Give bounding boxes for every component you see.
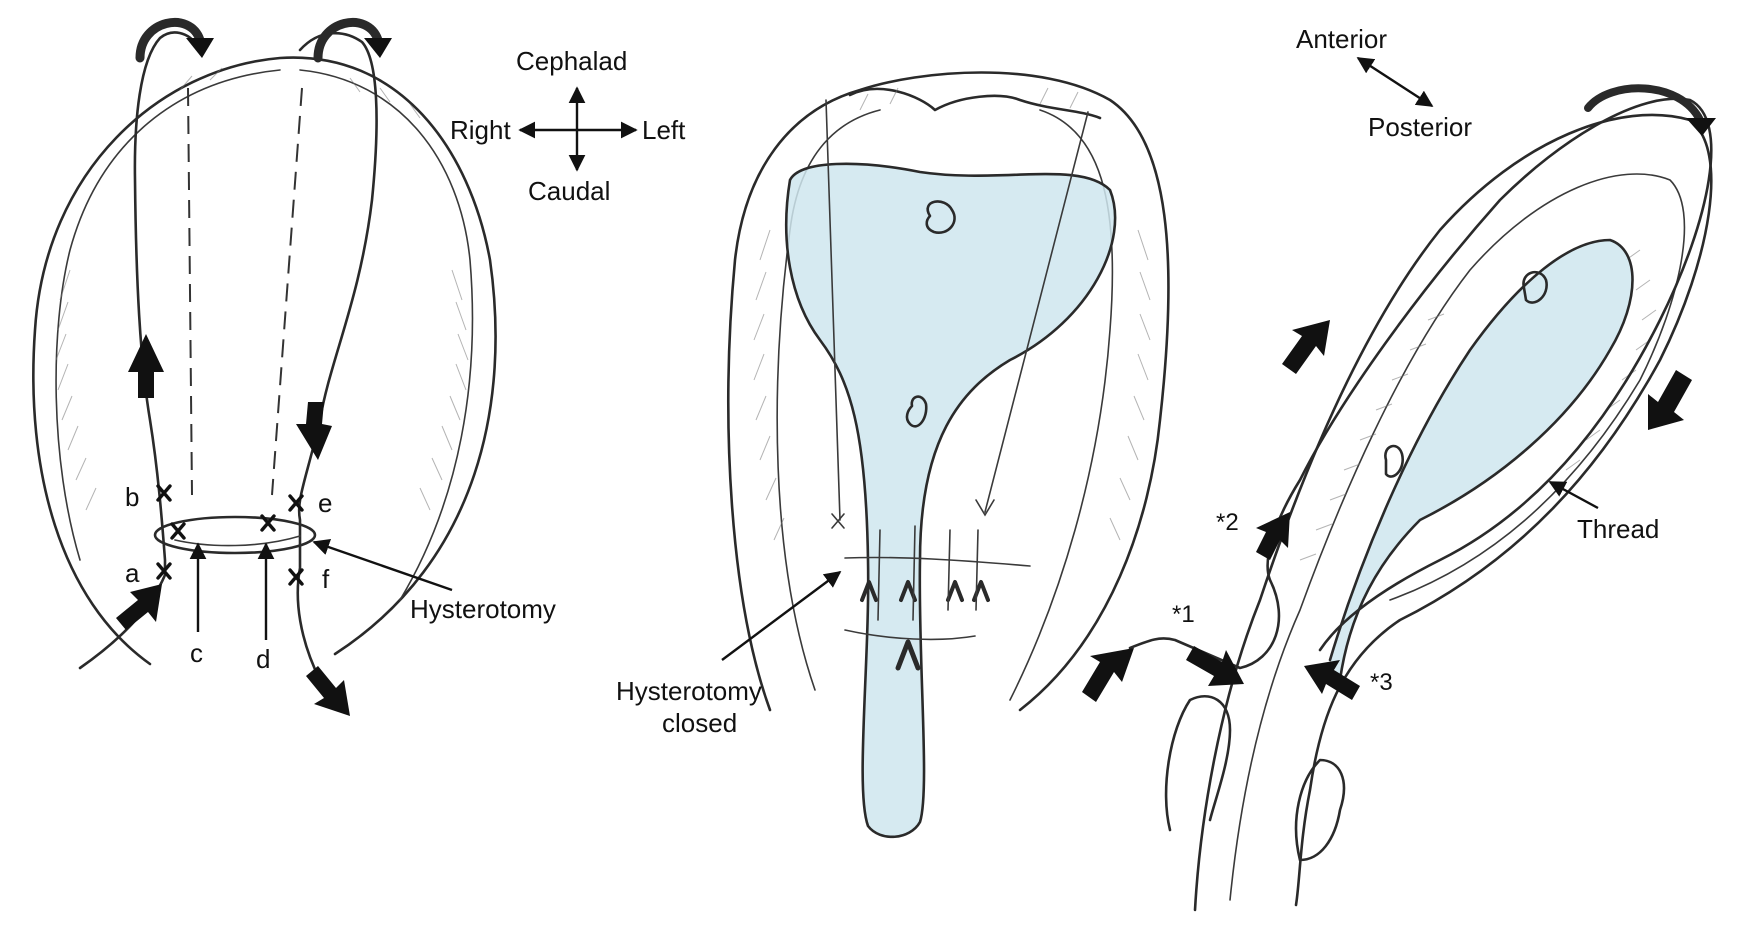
- curved-arrow-left-head: [364, 38, 392, 58]
- uterus-inner-contour-right: [299, 69, 474, 601]
- arrow-up-right-thread: [128, 334, 164, 398]
- label-d: d: [256, 644, 270, 674]
- uterus-sagittal-inner: [1229, 173, 1686, 901]
- panel2-thread-left: [984, 111, 1089, 513]
- right-thread: [78, 31, 200, 670]
- label-e: e: [318, 488, 332, 518]
- panel2-thread-needle-left: [975, 499, 995, 517]
- sagittal-curved-arrow-head: [1686, 118, 1716, 136]
- arrow-step-3: [1304, 660, 1360, 700]
- arrow-out-f: [306, 666, 350, 716]
- uterus-sagittal-outer: [1193, 113, 1713, 912]
- cavity-lesion-lower: [905, 395, 928, 428]
- label-right: Right: [450, 115, 511, 145]
- pointer-hysterotomy: [312, 539, 453, 592]
- label-caudal: Caudal: [528, 176, 610, 206]
- arrow-down-left-thread: [296, 402, 332, 460]
- curved-arrow-right: [135, 18, 205, 63]
- uterine-cavity-fill: [786, 163, 1116, 837]
- sagittal-curved-arrow: [1584, 84, 1704, 124]
- uterine-cavity-outline: [785, 162, 1117, 839]
- label-anterior: Anterior: [1296, 24, 1387, 54]
- uterus-outline: [32, 56, 497, 666]
- arrow-step-1-b: [1186, 646, 1244, 686]
- arrow-down-posterior: [1648, 370, 1692, 430]
- sagittal-cavity-fill: [1330, 240, 1633, 680]
- label-thread: Thread: [1577, 514, 1659, 544]
- label-b: b: [125, 482, 139, 512]
- uterus-inner-contour: [55, 69, 281, 561]
- closure-line-lower: [844, 629, 976, 641]
- panel-2-closed-hysterotomy: Hysterotomy closed: [616, 71, 1170, 839]
- uterus-outer-wall: [727, 71, 1170, 712]
- label-step-1: *1: [1172, 601, 1195, 628]
- label-hysterotomy-closed-1: Hysterotomy: [616, 676, 762, 706]
- uterus-inner-wall: [776, 109, 1114, 701]
- uterus-shading: [55, 67, 469, 511]
- label-left: Left: [642, 115, 686, 145]
- stitch-b: [156, 484, 172, 502]
- label-cephalad: Cephalad: [516, 46, 627, 76]
- pointer-anterior-posterior: [1356, 56, 1434, 108]
- arrow-step-2: [1256, 512, 1290, 560]
- label-step-2: *2: [1216, 509, 1239, 536]
- stitch-a: [156, 562, 172, 580]
- curved-arrow-right-head: [186, 38, 214, 58]
- closure-line-upper: [844, 556, 1031, 567]
- pointer-hysterotomy-closed: [721, 570, 842, 661]
- fundus-rim: [848, 87, 1102, 120]
- left-thread: [296, 31, 378, 682]
- panel-3-sagittal: Anterior Posterior Thread *2 *1 *3: [1082, 24, 1716, 912]
- orientation-compass: Cephalad Caudal Right Left: [450, 46, 686, 206]
- cavity-lesion-upper: [925, 200, 956, 234]
- label-hysterotomy-closed-2: closed: [662, 708, 737, 738]
- stitch-e: [288, 494, 304, 512]
- stitch-c: [170, 522, 186, 540]
- sagittal-cavity-outline: [1328, 238, 1634, 682]
- closure-suture-strands: [877, 525, 979, 621]
- panel2-thread-right: [825, 99, 841, 521]
- hysterotomy-incision: [153, 515, 317, 555]
- label-step-3: *3: [1370, 669, 1393, 696]
- arrow-up-anterior: [1282, 320, 1330, 374]
- panel2-thread-needle-right: [831, 513, 845, 529]
- sagittal-thread: [1128, 97, 1713, 670]
- arrow-step-1-a: [1082, 648, 1134, 702]
- wall-shading: [753, 87, 1151, 541]
- right-dashed-line: [187, 87, 193, 496]
- label-hysterotomy: Hysterotomy: [410, 594, 556, 624]
- arrow-into-a: [116, 584, 162, 630]
- label-c: c: [190, 638, 203, 668]
- sagittal-cervix-anterior: [1164, 694, 1232, 832]
- sagittal-cervix-posterior: [1294, 758, 1346, 862]
- curved-arrow-left: [313, 18, 383, 63]
- label-posterior: Posterior: [1368, 112, 1472, 142]
- hysterotomy-inner-lip: [174, 535, 301, 547]
- pointer-thread: [1548, 480, 1599, 510]
- left-dashed-line: [271, 87, 303, 496]
- sagittal-lesion-upper: [1522, 270, 1548, 304]
- stitch-d: [260, 514, 276, 532]
- label-a: a: [125, 558, 140, 588]
- label-f: f: [322, 564, 330, 594]
- panel-1-uterus-anterior: b a c d e f Hysterotomy: [32, 18, 556, 716]
- sagittal-lesion-lower: [1384, 444, 1404, 478]
- stitch-f: [288, 568, 304, 586]
- stitch-points: [156, 484, 304, 586]
